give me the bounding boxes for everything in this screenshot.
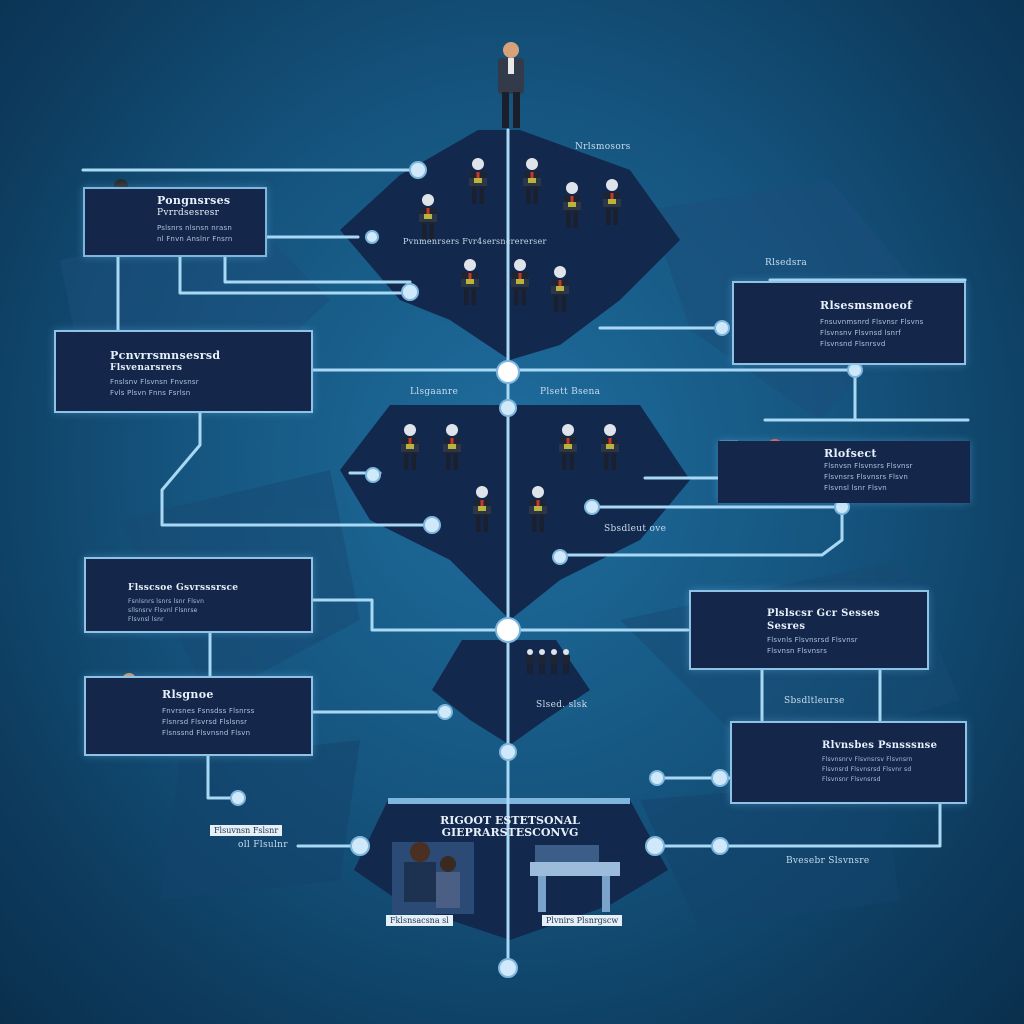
panel-plslscsr[interactable]: Plslscsr Gcr Sesses Sesres Flsvnls Flsvn… (689, 590, 929, 670)
panel-title: Plslscsr Gcr Sesses (767, 608, 880, 619)
caption-tier2-side: Sbsdleut ove (604, 524, 667, 534)
panel-title: Flsscsoe Gsvrsssrsce (128, 583, 239, 593)
panel-body: Fsnlsnrs lsnrs lsnr Flsvn sllsnsrv Flsvn… (128, 598, 205, 623)
caption-side-right: Rlsedsra (765, 258, 808, 268)
panel-rlsesmsmoeof[interactable]: Rlsesmsmoeof Fnsuvnmsnrd Flsvnsr Flsvns … (732, 281, 966, 365)
bottom-title-line2: GIEPRARSTESCONVG (441, 826, 579, 839)
panel-body: Fnsuvnmsnrd Flsvnsr Flsvns Flsvnsnv Flsv… (820, 318, 924, 348)
panel-rlsgnoe[interactable]: Rlsgnoe Fnvrsnes Fsnsdss Flsnrss Flsnrsd… (84, 676, 313, 756)
panel-body: Fnslsnv Flsvnsn Fnvsnsr Fvls Plsvn Fnns … (110, 378, 199, 397)
panel-body: Pslsnrs nlsnsn nrasn nl Fnvn Anslnr Fnsr… (157, 224, 233, 243)
panel-subtitle: Flsvenarsrers (110, 363, 183, 373)
connector-nodes (230, 161, 863, 978)
panel-title: Rlvnsbes Psnsssnse (822, 740, 938, 751)
top-executive-icon (498, 42, 524, 128)
panel-subtitle: Sesres (767, 621, 806, 632)
panel-flsscsoe[interactable]: Flsscsoe Gsvrsssrsce Fsnlsnrs lsnrs lsnr… (84, 557, 313, 633)
panel-rlvnsbes[interactable]: Rlvnsbes Psnsssnse Flsvnsnrv Flsvnsrsv F… (730, 721, 967, 804)
caption-bottom-left: Fklsnsacsna sl (386, 915, 453, 926)
caption-tier1: Pvnmenrsers Fvr4sersncrererser (403, 237, 547, 246)
caption-tier3: Slsed. slsk (536, 700, 588, 710)
meeting-people-icon (392, 842, 474, 914)
caption-tier2-left: Llsgaanre (410, 387, 459, 397)
caption-top-right: Nrlsmosors (575, 142, 631, 152)
caption-tier2-right: Plsett Bsena (540, 387, 601, 397)
panel-title: Pcnvrrsmnsesrsd (110, 349, 221, 362)
desk-icon (530, 845, 620, 912)
panel-title: Rlsesmsmoeof (820, 299, 913, 312)
panel-subtitle: Pvrrdsesresr (157, 208, 220, 218)
connector-lines (81, 128, 970, 970)
panel-body: Flsnvsn Flsvnsrs Flsvnsr Flsvnsrs Flsvns… (824, 462, 913, 492)
panel-title: Pongnsrses (157, 194, 231, 207)
panel-body: Flsvnls Flsvnsrsd Flsvnsr Flsvnsn Flsvns… (767, 636, 858, 655)
panel-pongnsrses[interactable]: Pongnsrses Pvrrdsesresr Pslsnrs nlsnsn n… (83, 187, 267, 257)
caption-bottom-right: Plvnirs Plsnrgscw (542, 915, 623, 926)
bottom-title-line1: RIGOOT ESTETSONAL (440, 814, 580, 827)
caption-right-mid: Sbsdltleurse (784, 696, 845, 706)
panel-title: Rlofsect (824, 447, 877, 460)
caption-left-box: Flsuvnsn Fslsnr (210, 825, 283, 836)
panel-title: Rlsgnoe (162, 688, 214, 701)
panel-rlofsect[interactable]: Rlofsect Flsnvsn Flsvnsrs Flsvnsr Flsvns… (718, 441, 970, 503)
panel-pcnvrrsmnsesrsd[interactable]: Pcnvrrsmnsesrsd Flsvenarsrers Fnslsnv Fl… (54, 330, 313, 413)
panel-body: Fnvrsnes Fsnsdss Flsnrss Flsnrsd Flsvrsd… (162, 707, 255, 737)
caption-left-box-2: oll Flsulnr (238, 840, 288, 850)
caption-right-bottom: Bvesebr Slsvnsre (786, 856, 870, 866)
panel-body: Flsvnsnrv Flsvnsrsv Flsvnsrn Flsvnsrd Fl… (822, 756, 913, 783)
